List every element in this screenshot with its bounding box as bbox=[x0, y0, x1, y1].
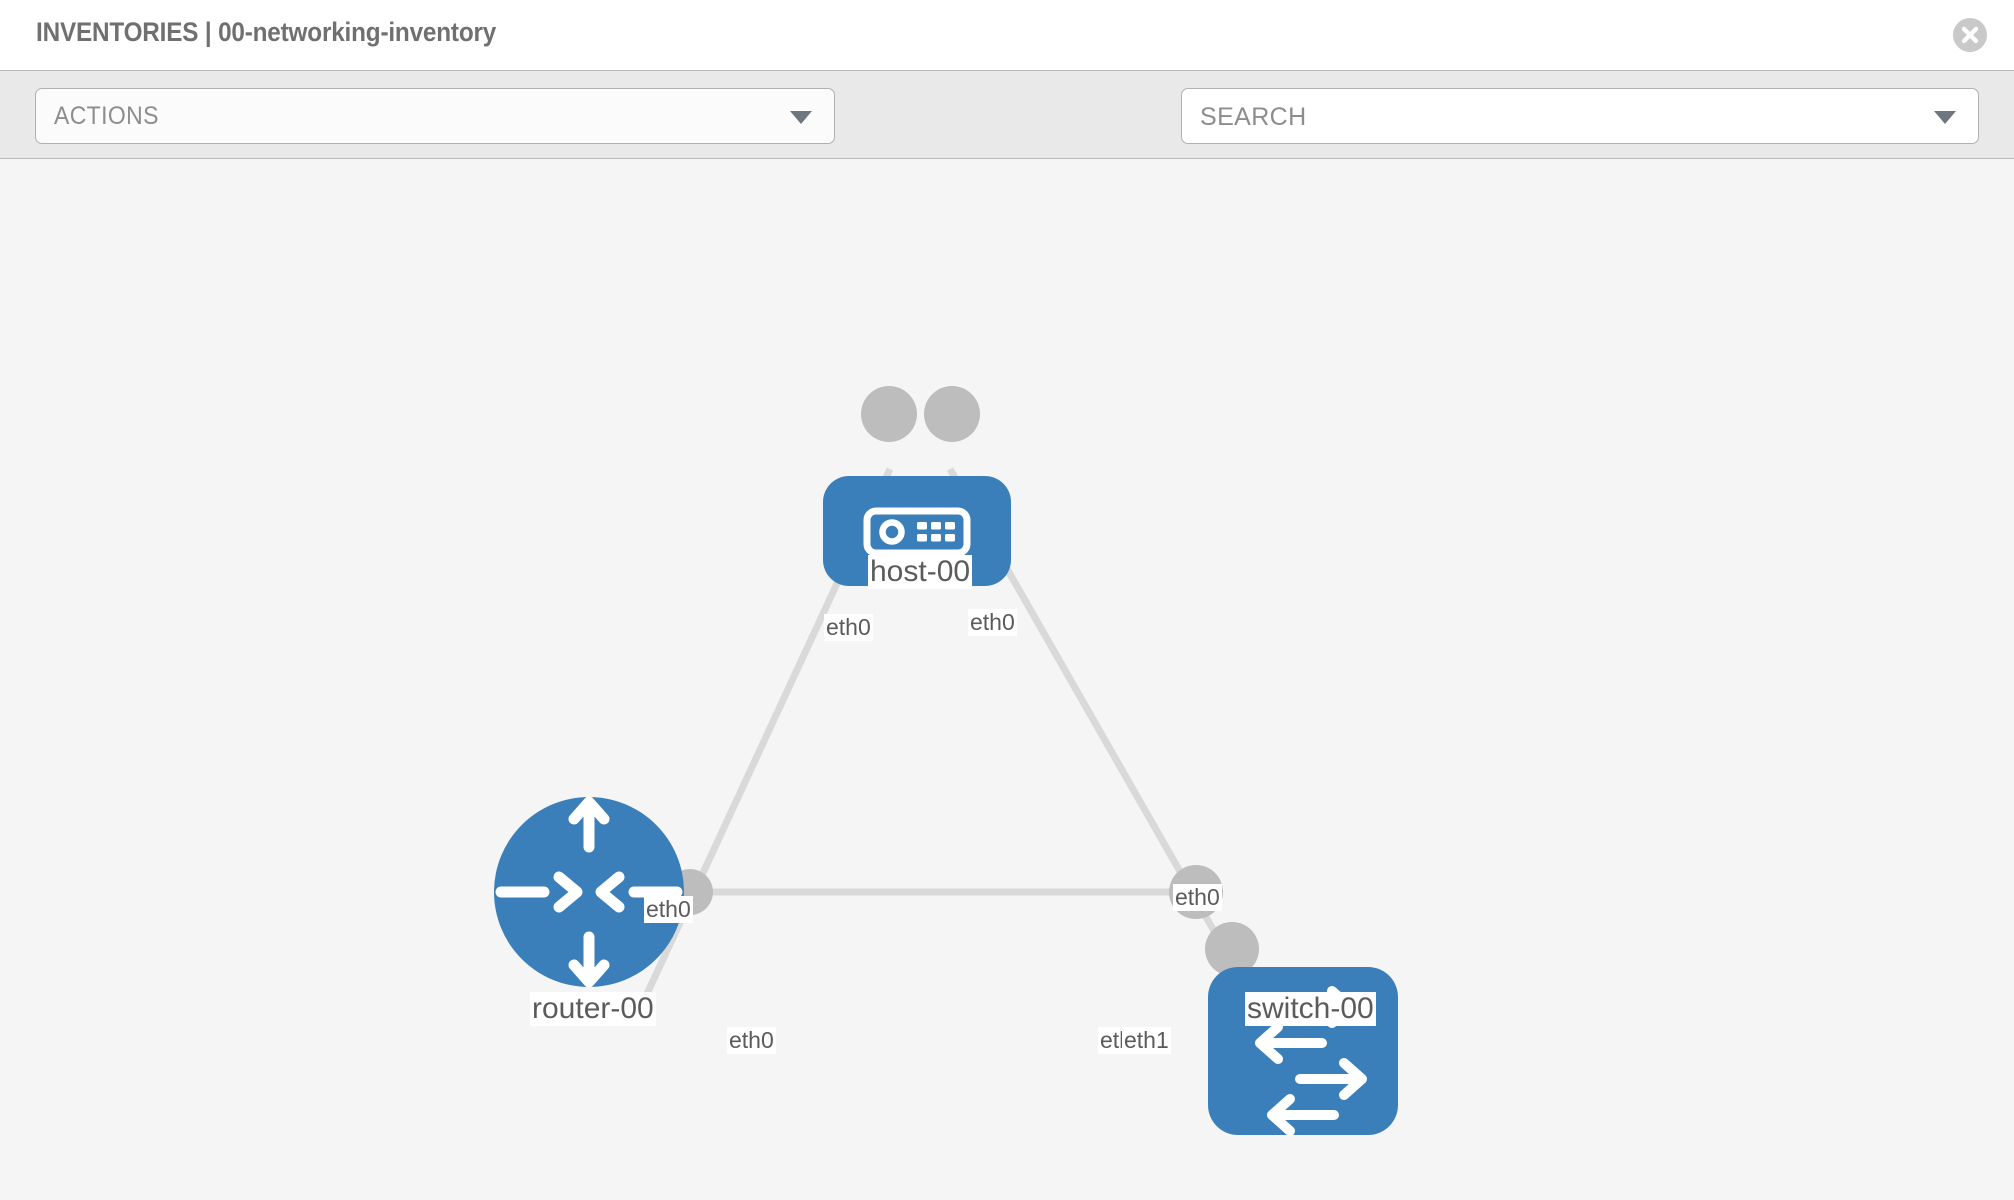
page-header: INVENTORIES | 00-networking-inventory bbox=[0, 0, 2014, 70]
interface-label: eth0 bbox=[1173, 884, 1222, 911]
node-label-switch-00: switch-00 bbox=[1245, 992, 1376, 1026]
topology-graph bbox=[494, 386, 1398, 1136]
connector-layer bbox=[667, 386, 1259, 976]
chevron-down-icon[interactable] bbox=[1934, 111, 1956, 124]
interface-label: eth0 bbox=[968, 609, 1017, 636]
interface-label: eth0 bbox=[727, 1027, 776, 1054]
page-title: INVENTORIES | 00-networking-inventory bbox=[36, 17, 497, 47]
node-label-host-00: host-00 bbox=[868, 555, 973, 589]
search-field[interactable] bbox=[1181, 88, 1979, 144]
close-icon[interactable] bbox=[1953, 18, 1987, 52]
router-arrows-icon bbox=[495, 796, 683, 988]
switch-arrows-icon bbox=[1255, 986, 1367, 1136]
interface-label: eth1 bbox=[1122, 1027, 1171, 1054]
toolbar: ACTIONS bbox=[0, 70, 2014, 204]
server-icon bbox=[863, 507, 971, 557]
topology-canvas[interactable]: host-00 router-00 switch-00 eth0 eth0 et… bbox=[0, 159, 2014, 1200]
node-router-00[interactable] bbox=[494, 796, 684, 988]
chevron-down-icon bbox=[790, 111, 812, 124]
actions-dropdown[interactable]: ACTIONS bbox=[35, 88, 835, 144]
actions-dropdown-label: ACTIONS bbox=[54, 102, 159, 130]
interface-label: eth0 bbox=[644, 896, 693, 923]
connector-host-right bbox=[924, 386, 980, 442]
interface-label: eth0 bbox=[824, 614, 873, 641]
search-input[interactable] bbox=[1198, 90, 1902, 144]
connector-switch-top bbox=[1205, 922, 1259, 976]
connector-host-left bbox=[861, 386, 917, 442]
node-label-router-00: router-00 bbox=[530, 992, 656, 1026]
